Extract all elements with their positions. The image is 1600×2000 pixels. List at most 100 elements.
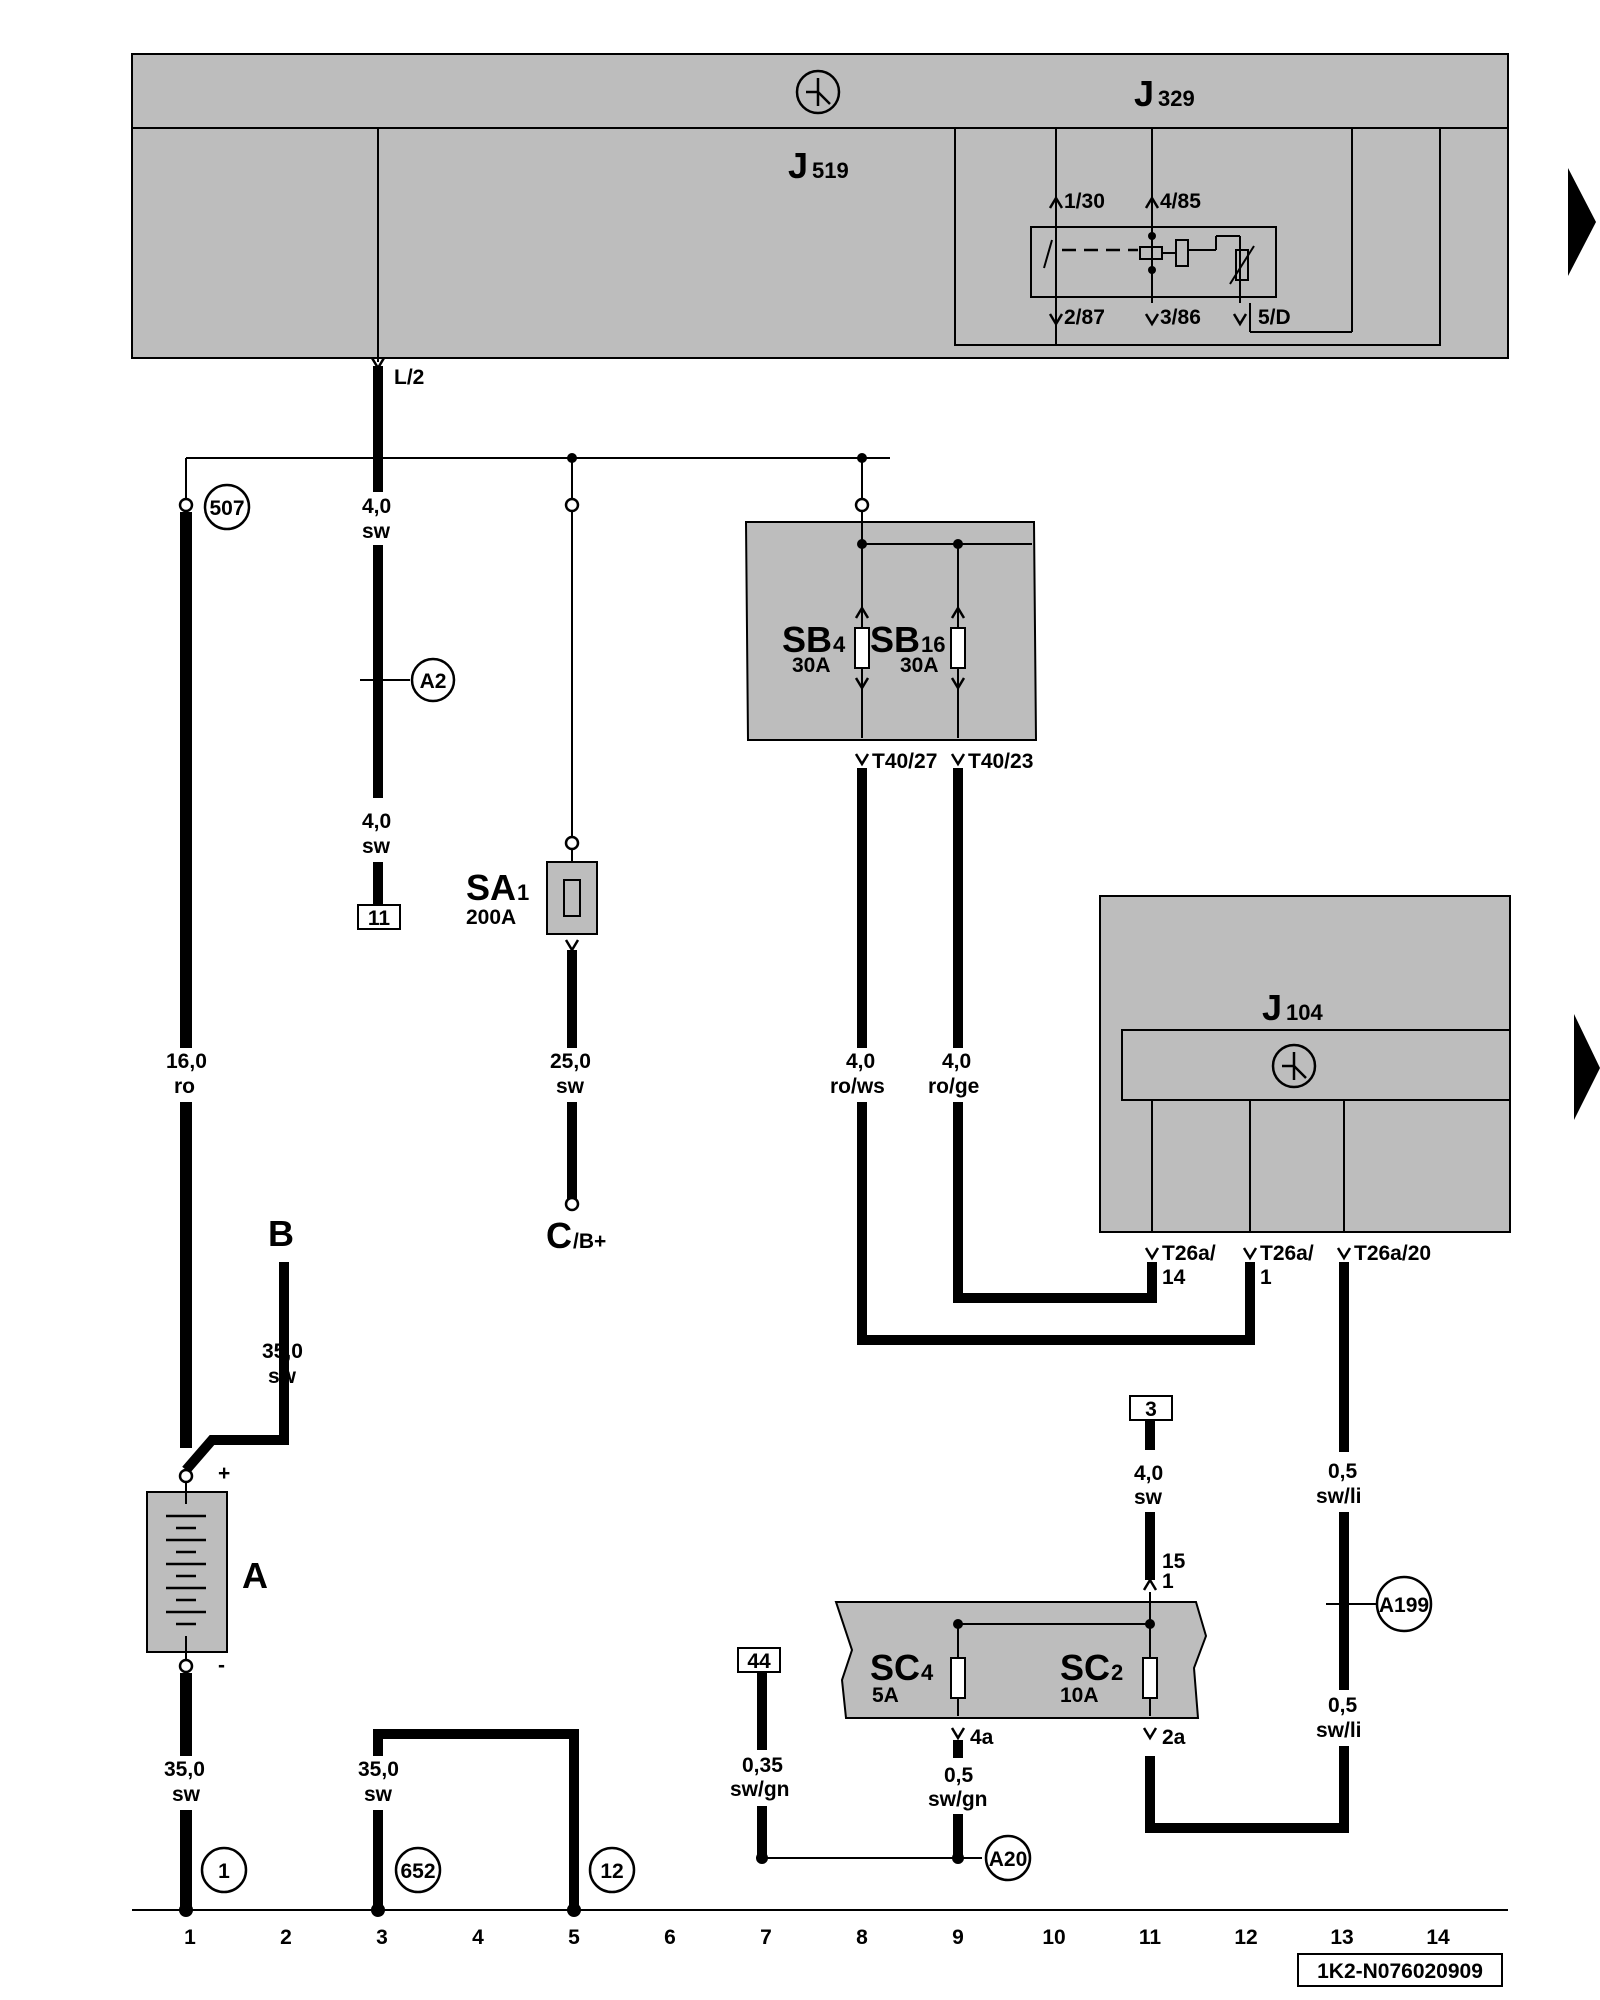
- track-number: 5: [568, 1926, 580, 1949]
- wire-w8-size: 35,0: [164, 1758, 205, 1781]
- battery-plus: +: [218, 1462, 230, 1485]
- fuse-block-sb: [744, 510, 1038, 741]
- ref-box-44: 44: [747, 1650, 771, 1673]
- label-sc2-rating: 10A: [1060, 1684, 1099, 1707]
- track-number: 12: [1234, 1926, 1257, 1949]
- wire-w4-color: sw: [556, 1075, 585, 1098]
- wire-w9-color: sw: [364, 1783, 393, 1806]
- battery-a: [146, 1482, 228, 1660]
- label-sa1-rating: 200A: [466, 906, 516, 929]
- label-sc4: SC4: [870, 1647, 934, 1688]
- connector-l2: L/2: [394, 366, 424, 389]
- wire-w4-size: 25,0: [550, 1050, 591, 1073]
- ground-point-a20: A20: [989, 1848, 1028, 1871]
- battery-minus: -: [218, 1654, 225, 1677]
- relay-j329-symbol-icon: [795, 69, 841, 115]
- ground-point-a199: A199: [1379, 1594, 1429, 1617]
- connector-t26a-14-top: T26a/: [1162, 1242, 1216, 1265]
- pin-arrow-icon: [950, 753, 966, 767]
- label-sb16-rating: 30A: [900, 654, 939, 677]
- label-sb4-rating: 30A: [792, 654, 831, 677]
- label-c: C/B+: [546, 1215, 606, 1256]
- wire-w7-color: sw: [268, 1365, 297, 1388]
- fuse-block-sc: [834, 1592, 1208, 1719]
- wire-w14-color: sw/gn: [928, 1788, 988, 1811]
- wire-w2-color: sw: [362, 835, 391, 858]
- track-number: 6: [664, 1926, 676, 1949]
- label-battery-a: A: [242, 1555, 268, 1596]
- continuation-arrow-icon: [1568, 168, 1596, 276]
- connector-t40-27: T40/27: [872, 750, 937, 773]
- fuse-sa1: [546, 849, 598, 935]
- relay-pin-1-30: 1/30: [1064, 190, 1105, 213]
- wire-w3-size: 16,0: [166, 1050, 207, 1073]
- ref-box-3: 3: [1145, 1398, 1157, 1421]
- label-sc4-rating: 5A: [872, 1684, 899, 1707]
- continuation-arrow-icon: [1574, 1014, 1600, 1120]
- track-number: 13: [1330, 1926, 1353, 1949]
- wire-w1-color: sw: [362, 520, 391, 543]
- relay-internals: [1030, 128, 1277, 303]
- wire-w10-size: 4,0: [1134, 1462, 1163, 1485]
- wire-w6-size: 4,0: [942, 1050, 971, 1073]
- track-number: 11: [1139, 1926, 1162, 1949]
- connector-t26a-1-bottom: 1: [1260, 1266, 1272, 1289]
- pin-arrow-icon: [950, 1727, 966, 1741]
- sc-pin-1: 1: [1162, 1570, 1174, 1593]
- sc-pin-15: 15: [1162, 1550, 1186, 1573]
- ground-point-507: 507: [209, 497, 244, 520]
- track-number: 7: [760, 1926, 772, 1949]
- wire-w12-size: 0,5: [1328, 1694, 1358, 1717]
- pin-arrow-icon: [1142, 1577, 1158, 1591]
- ground-point-12: 12: [600, 1860, 623, 1883]
- connector-t26a-14-bottom: 14: [1162, 1266, 1186, 1289]
- control-unit-j519: [131, 53, 1509, 359]
- wire-w6-color: ro/ge: [928, 1075, 979, 1098]
- ref-box-11: 11: [368, 907, 391, 930]
- wire-w11-color: sw/li: [1316, 1485, 1362, 1508]
- label-sb16: SB16: [870, 619, 946, 660]
- wire-w13-size: 0,35: [742, 1754, 783, 1777]
- ground-point-a2: A2: [420, 670, 447, 693]
- j104-symbol-icon: [1271, 1043, 1317, 1089]
- relay-pin-2-87: 2/87: [1064, 306, 1105, 329]
- label-sc2: SC2: [1060, 1647, 1123, 1688]
- wire-w8-color: sw: [172, 1783, 201, 1806]
- wire-w2-size: 4,0: [362, 810, 391, 833]
- pin-arrow-icon: [564, 939, 580, 953]
- ground-point-652: 652: [400, 1860, 435, 1883]
- connector-t26a-1-top: T26a/: [1260, 1242, 1314, 1265]
- wire-w14-size: 0,5: [944, 1764, 974, 1787]
- track-number: 1: [184, 1926, 196, 1949]
- connector-t26a-20: T26a/20: [1354, 1242, 1431, 1265]
- relay-pin-arrow-icons: [1048, 195, 1248, 327]
- track-number: 9: [952, 1926, 964, 1949]
- track-number: 2: [280, 1926, 292, 1949]
- wire-w12-color: sw/li: [1316, 1719, 1362, 1742]
- wire-w3-color: ro: [174, 1075, 195, 1098]
- pin-arrow-icon: [1142, 1727, 1158, 1741]
- battery-cells-icon: [166, 1514, 206, 1626]
- track-number: 3: [376, 1926, 388, 1949]
- wire-w5-color: ro/ws: [830, 1075, 885, 1098]
- ground-point-1: 1: [218, 1860, 230, 1883]
- wire-w11-size: 0,5: [1328, 1460, 1358, 1483]
- wire-w9-size: 35,0: [358, 1758, 399, 1781]
- wire-w1-size: 4,0: [362, 495, 391, 518]
- wire-w7-size: 35,0: [262, 1340, 303, 1363]
- relay-pin-5-d: 5/D: [1258, 306, 1291, 329]
- track-number: 10: [1042, 1926, 1065, 1949]
- track-number: 14: [1426, 1926, 1450, 1949]
- diagram-id: 1K2-N076020909: [1317, 1960, 1483, 1983]
- track-number: 8: [856, 1926, 868, 1949]
- relay-pin-4-85: 4/85: [1160, 190, 1201, 213]
- pin-arrow-icon: [854, 753, 870, 767]
- wire-w13-color: sw/gn: [730, 1778, 790, 1801]
- relay-pin-3-86: 3/86: [1160, 306, 1201, 329]
- control-unit-j104: [1099, 895, 1511, 1233]
- sc-pin-4a: 4a: [970, 1726, 994, 1749]
